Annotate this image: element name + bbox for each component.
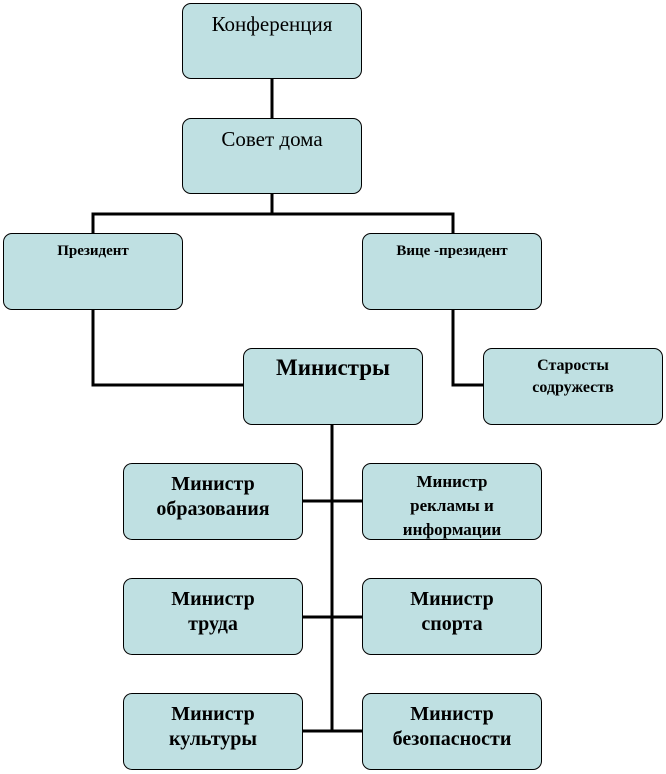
node-minister-sports: Министр спорта <box>362 578 542 655</box>
node-minister-education: Министр образования <box>123 463 303 540</box>
node-minister-advertising-line2: рекламы и <box>410 496 494 515</box>
node-ministers-label: Министры <box>275 355 390 380</box>
node-minister-security-line1: Министр <box>410 703 494 725</box>
node-president: Президент <box>3 233 183 310</box>
node-president-label: Президент <box>57 243 129 259</box>
line-vice-elders <box>451 307 485 387</box>
line-president-ministers <box>91 307 245 387</box>
node-conference-label: Конференция <box>211 12 333 36</box>
node-minister-advertising-line1: Министр <box>416 472 488 491</box>
node-minister-culture: Министр культуры <box>123 693 303 770</box>
node-minister-labor-line1: Министр <box>171 588 255 610</box>
node-elders: Старосты содружеств <box>483 348 663 425</box>
node-ministers: Министры <box>243 348 423 425</box>
node-minister-advertising-line3: информации <box>402 520 502 539</box>
node-elders-line2: содружеств <box>532 379 614 396</box>
node-minister-labor: Министр труда <box>123 578 303 655</box>
node-conference: Конференция <box>182 3 362 79</box>
node-minister-security-line2: безопасности <box>392 728 512 750</box>
node-minister-labor-line2: труда <box>188 613 238 635</box>
node-minister-culture-line2: культуры <box>168 728 258 750</box>
node-vice-president: Вице -президент <box>362 233 542 310</box>
node-vice-president-label: Вице -президент <box>396 243 508 259</box>
node-house-council: Совет дома <box>182 118 362 194</box>
node-minister-security: Министр безопасности <box>362 693 542 770</box>
node-minister-education-line2: образования <box>156 498 270 520</box>
node-minister-culture-line1: Министр <box>171 703 255 725</box>
node-minister-advertising: Министр рекламы и информации <box>362 463 542 540</box>
node-minister-sports-line2: спорта <box>421 613 483 635</box>
node-minister-sports-line1: Министр <box>410 588 494 610</box>
node-elders-line1: Старосты <box>537 357 609 374</box>
node-house-council-label: Совет дома <box>221 127 323 151</box>
node-minister-education-line1: Министр <box>171 473 255 495</box>
